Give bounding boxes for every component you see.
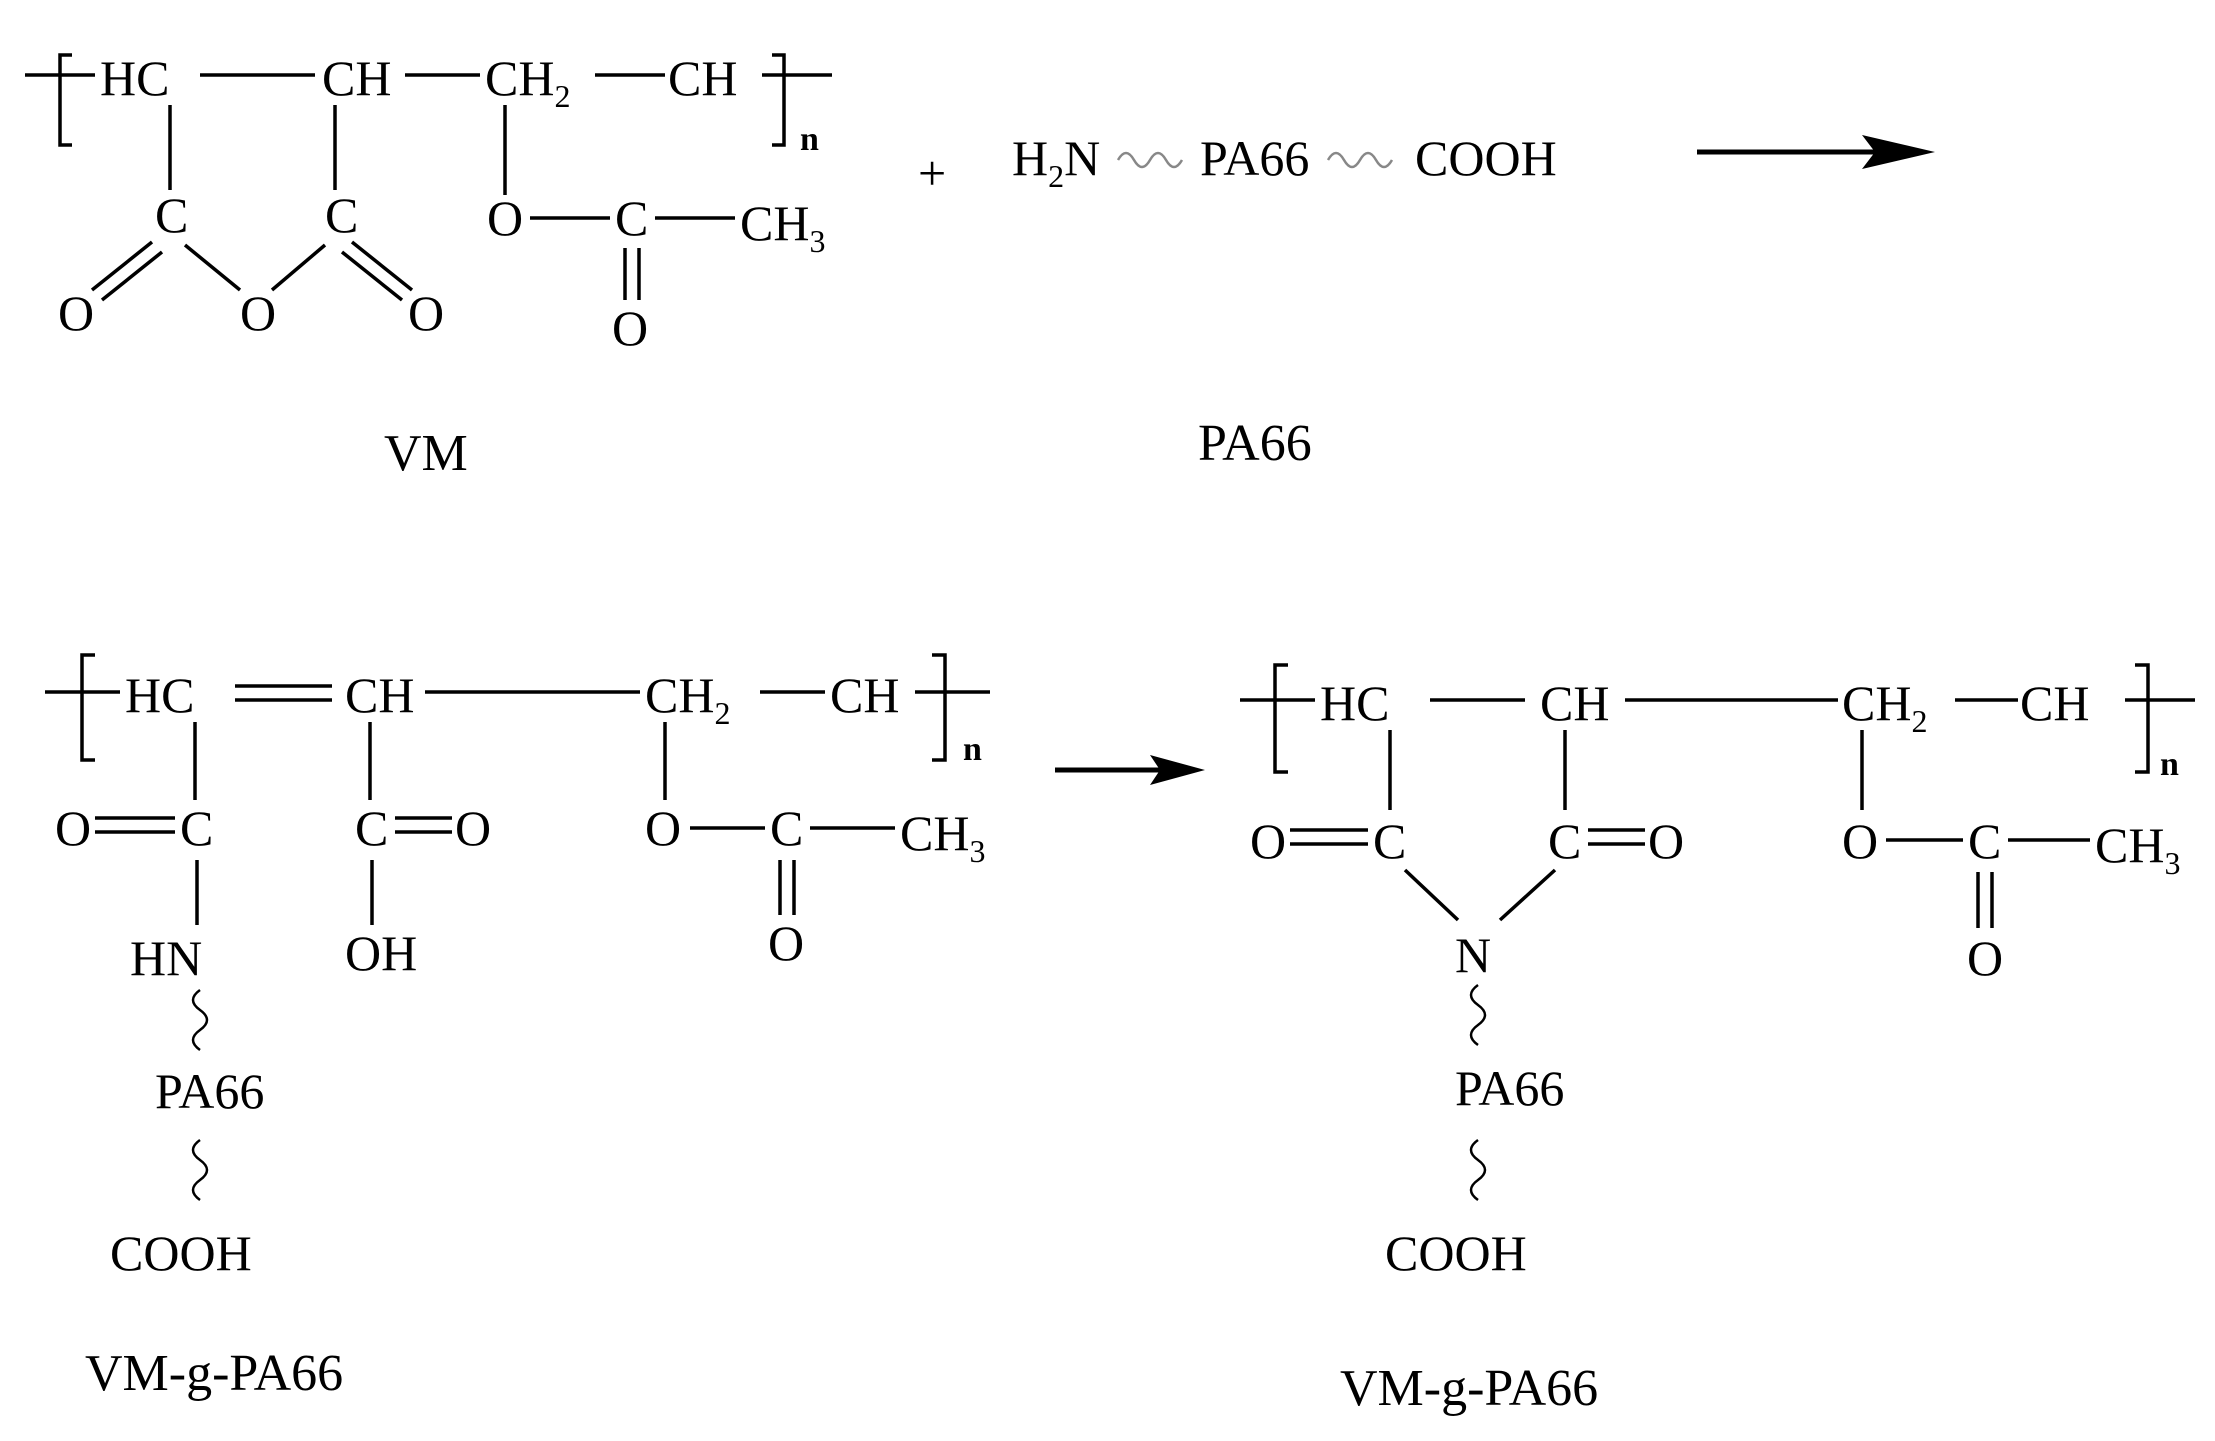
p1-acid-o: O bbox=[455, 800, 491, 856]
pa66-reactant: H2N PA66 COOH PA66 bbox=[1012, 130, 1557, 472]
p1-ch: CH bbox=[345, 667, 414, 723]
p1-ch2: CH2 bbox=[645, 667, 730, 731]
p1-carbonyl-o: O bbox=[768, 915, 804, 971]
p2-ch-end: CH bbox=[2020, 675, 2089, 731]
reaction-arrow-2 bbox=[1055, 755, 1205, 785]
vm-ring-o: O bbox=[240, 285, 276, 341]
p2-left-bracket bbox=[1273, 663, 1288, 774]
pa66-wavy-link-1 bbox=[1116, 151, 1184, 169]
vm-bond-c1-ring-o bbox=[183, 243, 242, 292]
vm-structure: n HC CH CH2 CH C C O O O O C CH3 O VM bbox=[25, 50, 832, 482]
arrow-1-head bbox=[1862, 135, 1935, 169]
vm-ester-o: O bbox=[487, 190, 523, 246]
vm-ch3: CH3 bbox=[740, 195, 825, 259]
vm-ch-end: CH bbox=[668, 50, 737, 106]
p2-wavy-1 bbox=[1469, 983, 1487, 1047]
vm-dbl-c1-o-a bbox=[90, 240, 154, 292]
p2-ester-o: O bbox=[1842, 813, 1878, 869]
amide-acid-product: n HC CH CH2 CH O C HN PA66 COOH C O OH O… bbox=[45, 653, 990, 1402]
imide-product: n HC CH CH2 CH O C C O N PA66 COOH O C C… bbox=[1240, 663, 2195, 1417]
p1-wavy-2 bbox=[191, 1138, 209, 1202]
pa66-amine: H2N bbox=[1012, 130, 1100, 194]
p1-pa66: PA66 bbox=[155, 1063, 264, 1119]
p2-o-right: O bbox=[1648, 813, 1684, 869]
vm-ester-c: C bbox=[615, 190, 648, 246]
p2-o-left: O bbox=[1250, 813, 1286, 869]
vm-carbonyl-o: O bbox=[612, 300, 648, 356]
vm-hc: HC bbox=[100, 50, 169, 106]
plus-sign: + bbox=[918, 145, 946, 201]
pa66-end: COOH bbox=[1415, 130, 1557, 186]
vm-o-left: O bbox=[58, 285, 94, 341]
vm-repeat-n: n bbox=[800, 121, 819, 158]
imide-label: VM-g-PA66 bbox=[1340, 1360, 1598, 1417]
vm-right-bracket bbox=[772, 53, 786, 147]
p2-c2: C bbox=[1548, 813, 1581, 869]
p2-cooh: COOH bbox=[1385, 1225, 1527, 1281]
p1-wavy-1 bbox=[191, 988, 209, 1052]
vm-dbl-c2-o-a bbox=[350, 240, 414, 292]
p1-ester-c: C bbox=[770, 800, 803, 856]
vm-label: VM bbox=[384, 425, 468, 482]
pa66-mid: PA66 bbox=[1200, 130, 1309, 186]
pa66-wavy-link-2 bbox=[1326, 151, 1394, 169]
p1-right-bracket bbox=[932, 653, 947, 762]
amide-acid-label: VM-g-PA66 bbox=[85, 1345, 343, 1402]
vm-bond-c2-ring-o bbox=[270, 243, 327, 292]
vm-dbl-c2-o-b bbox=[340, 250, 404, 302]
p2-pa66: PA66 bbox=[1455, 1060, 1564, 1116]
p1-hc: HC bbox=[125, 667, 194, 723]
p2-ch2: CH2 bbox=[1842, 675, 1927, 739]
p2-n: N bbox=[1455, 927, 1491, 983]
p1-amide-c: C bbox=[180, 800, 213, 856]
p1-hn: HN bbox=[130, 930, 202, 986]
p1-cooh: COOH bbox=[110, 1225, 252, 1281]
vm-dbl-c1-o-b bbox=[100, 250, 164, 302]
vm-c1: C bbox=[155, 187, 188, 243]
p2-bond-c2-n bbox=[1498, 868, 1557, 922]
p1-ester-o: O bbox=[645, 800, 681, 856]
p1-ch3: CH3 bbox=[900, 805, 985, 869]
p1-ch-end: CH bbox=[830, 667, 899, 723]
p1-left-bracket bbox=[80, 653, 95, 762]
vm-o-right: O bbox=[408, 285, 444, 341]
p2-ester-c: C bbox=[1968, 813, 2001, 869]
p2-repeat-n: n bbox=[2160, 746, 2179, 783]
p2-ch: CH bbox=[1540, 675, 1609, 731]
arrow-2-head bbox=[1150, 755, 1205, 785]
p2-wavy-2 bbox=[1469, 1138, 1487, 1202]
p2-right-bracket bbox=[2135, 663, 2150, 774]
vm-left-bracket bbox=[58, 53, 72, 147]
pa66-label: PA66 bbox=[1198, 415, 1312, 472]
p2-c1: C bbox=[1373, 813, 1406, 869]
p1-repeat-n: n bbox=[963, 731, 982, 768]
p1-acid-c: C bbox=[355, 800, 388, 856]
vm-c2: C bbox=[325, 187, 358, 243]
vm-ch: CH bbox=[322, 50, 391, 106]
p1-oh: OH bbox=[345, 925, 417, 981]
p2-bond-c1-n bbox=[1403, 868, 1460, 922]
p2-ch3: CH3 bbox=[2095, 817, 2180, 881]
p2-carbonyl-o: O bbox=[1967, 930, 2003, 986]
p2-hc: HC bbox=[1320, 675, 1389, 731]
reaction-arrow-1 bbox=[1697, 135, 1935, 169]
p1-amide-o: O bbox=[55, 800, 91, 856]
vm-ch2: CH2 bbox=[485, 50, 570, 114]
